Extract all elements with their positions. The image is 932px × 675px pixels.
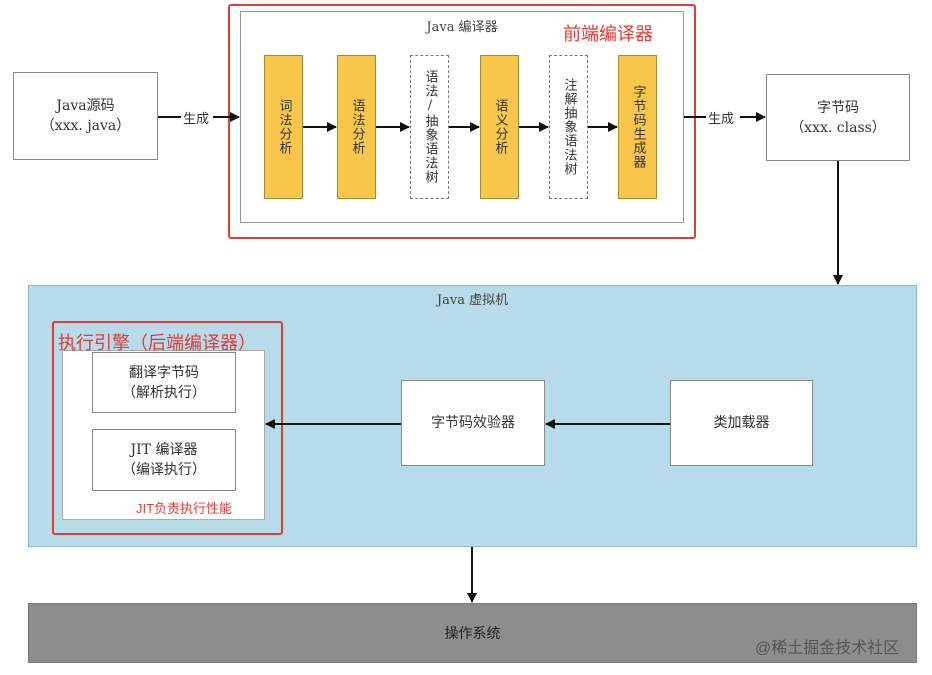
watermark: @稀土掘金技术社区 [755,640,900,657]
java-source-line1: Java源码 [56,98,115,114]
bytecode-file-line2: （xxx. class） [790,119,886,136]
java-source-box: Java源码 （xxx. java） [13,72,158,160]
execution-engine-highlight [52,321,283,535]
generate-label-left: 生成 [183,112,210,127]
class-loader-box: 类加载器 [670,380,813,466]
bytecode-verifier-box: 字节码效验器 [401,380,545,466]
java-compiler-box [240,11,684,223]
stage-syntax-tree: 语法/抽象语法树 [410,55,449,199]
bytecode-file-box: 字节码 （xxx. class） [766,74,910,161]
stage-syntax-analysis: 语法分析 [337,55,376,199]
stage-bytecode-generator: 字节码生成器 [618,55,657,199]
interpreter-line1: 翻译字节码 [129,364,199,381]
jvm-title: Java 虚拟机 [436,293,509,308]
jit-compiler-line2: （编译执行） [122,462,206,478]
generate-label-right: 生成 [708,112,735,127]
stage-lexical-analysis: 词法分析 [264,55,303,199]
execution-engine-label: 执行引擎（后端编译器） [58,333,256,353]
os-label: 操作系统 [444,626,501,642]
interpreter-box: 翻译字节码 （解析执行） [92,352,236,413]
frontend-compiler-label: 前端编译器 [563,24,653,44]
jit-compiler-line1: JIT 编译器 [130,442,198,458]
java-source-line2: （xxx. java） [40,118,131,134]
interpreter-line2: （解析执行） [122,384,206,401]
jit-note: JIT负责执行性能 [136,501,233,516]
jit-compiler-box: JIT 编译器 （编译执行） [92,429,236,491]
frontend-compiler-highlight [228,4,696,239]
stage-annotated-tree: 注解抽象语法树 [549,55,588,199]
bytecode-file-line1: 字节码 [817,99,859,116]
stage-semantic-analysis: 语义分析 [480,55,519,199]
os-box: 操作系统 [28,603,917,663]
java-compiler-title: Java 编译器 [426,20,498,35]
